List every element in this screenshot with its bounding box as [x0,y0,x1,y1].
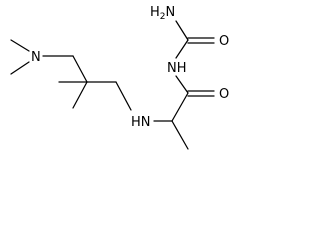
bond-carbonyl-c-nh [175,75,189,94]
bond-ch2-quaternary-c [72,55,88,83]
atom-labels: N HN NH O O H2N [31,5,229,130]
dimethylamino-nitrogen-label: N [31,50,41,65]
chemical-structure-diagram: N HN NH O O H2N [10,5,229,150]
bonds [10,20,215,150]
amide-carbonyl-oxygen-label: O [219,87,229,102]
bond-urea-c-nh2 [175,20,189,41]
bond-n-methyl-upper [10,39,30,52]
amide-nh2-h: H [150,5,160,20]
urea-carbonyl-oxygen-label: O [219,34,229,49]
amide-nh2-label: H2N [150,5,175,22]
bond-ch-carbonyl-c [171,92,189,122]
urea-nh-label: NH [167,61,187,76]
bond-ch-methyl [171,120,189,150]
bond-ch2-nh [115,81,132,111]
amide-nh2-n: N [166,5,176,20]
bond-n-methyl-lower [10,61,30,75]
amide-nh2-subscript: 2 [160,12,166,22]
bond-nh-urea-c [175,39,189,59]
secondary-amine-label: HN [131,115,151,130]
bond-quaternary-c-methyl-down [72,81,88,109]
